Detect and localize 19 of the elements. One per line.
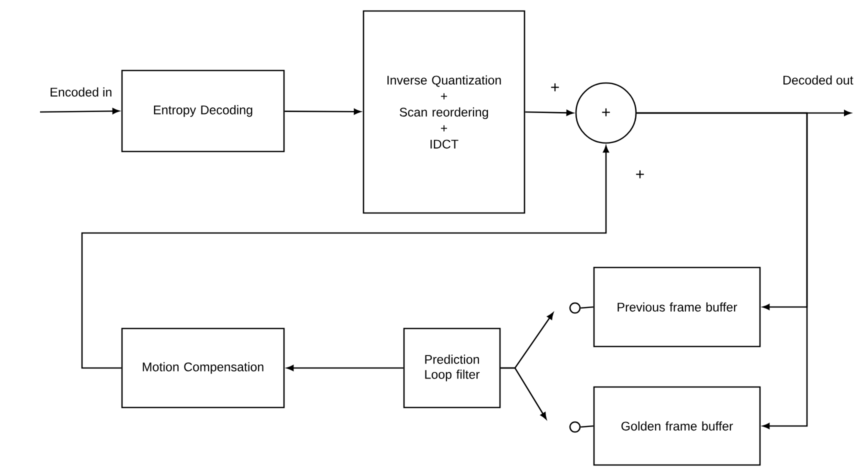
process-box: Prediction Loop filter [403, 328, 501, 408]
arrow [525, 110, 574, 116]
arrow [81, 146, 609, 369]
process-box: Previous frame buffer [593, 266, 761, 348]
arrow [636, 112, 808, 429]
arrow [286, 365, 404, 371]
arrow [500, 367, 547, 420]
io-label: Decoded out [783, 75, 854, 85]
contact-circle [569, 302, 581, 314]
sign-label: + [636, 170, 644, 178]
contact-circle [569, 421, 581, 433]
arrow [284, 108, 361, 115]
process-box: Golden frame buffer [593, 386, 761, 466]
sign-label: + [551, 83, 559, 92]
arrow [40, 108, 120, 114]
process-box: Entropy Decoding [121, 70, 285, 152]
process-box: Motion Compensation [121, 328, 285, 408]
summing-junction: + [575, 82, 637, 144]
process-box: Inverse Quantization + Scan reordering + IDCT [362, 10, 526, 214]
